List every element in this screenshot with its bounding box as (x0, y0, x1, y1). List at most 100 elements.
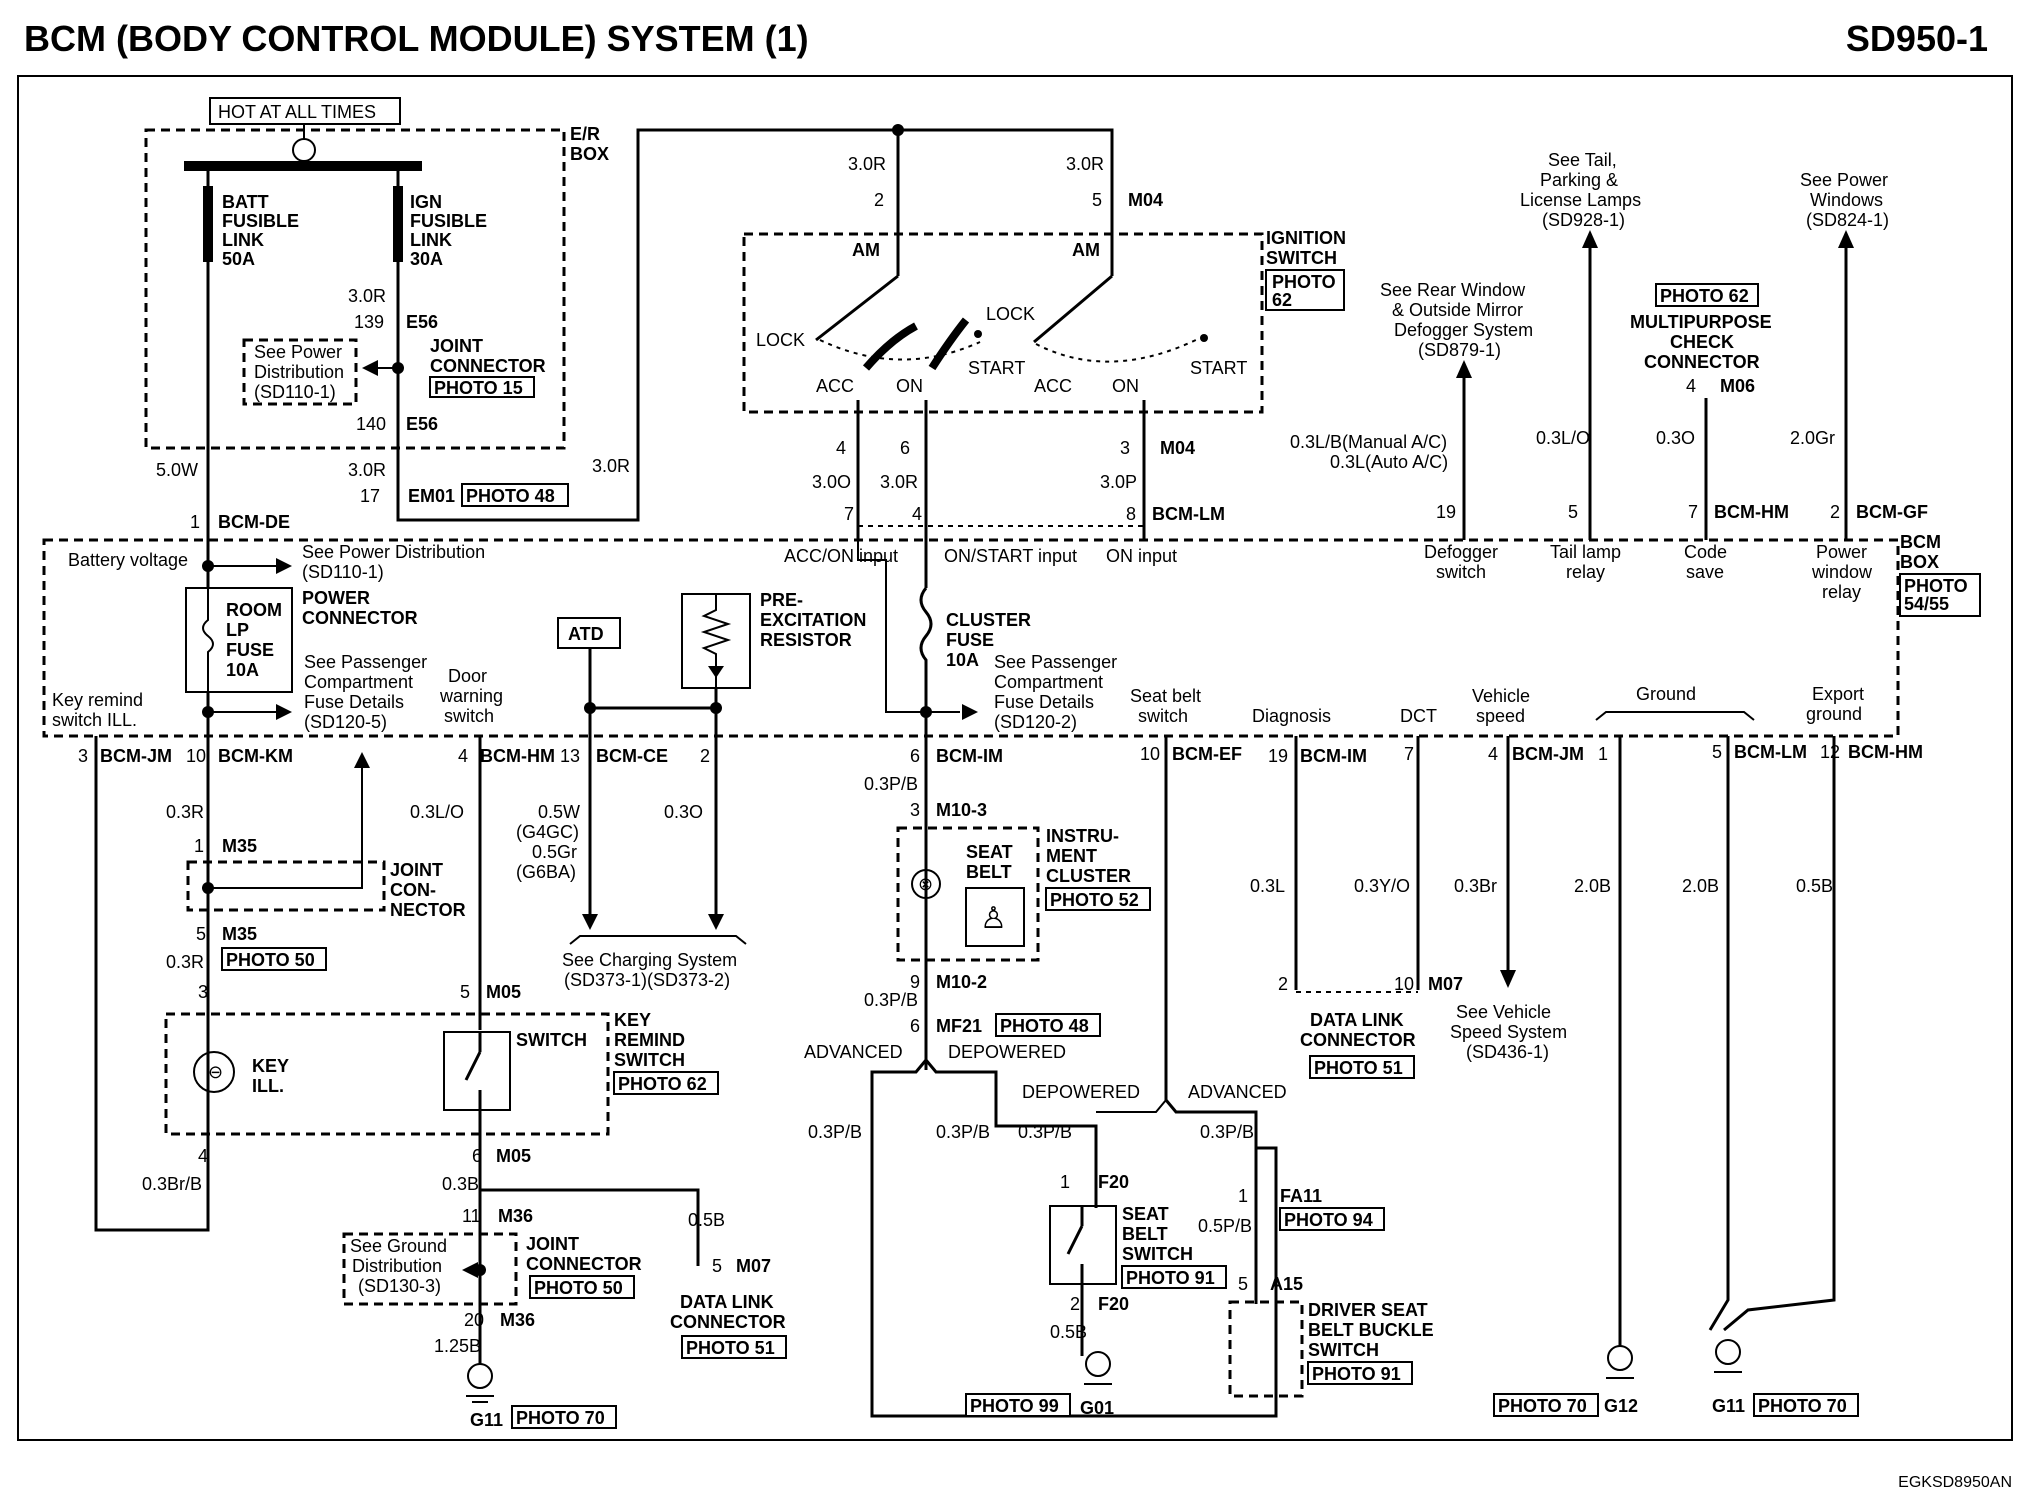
ignition-switch-label-1: IGNITION (1266, 228, 1346, 248)
ground-label: Ground (1636, 684, 1696, 704)
wire-0-3l-auto: 0.3L(Auto A/C) (1330, 452, 1448, 472)
pin-17: 17 (360, 486, 380, 506)
conn-m35-bottom: M35 (222, 924, 257, 944)
wire-0-3br: 0.3Br (1454, 876, 1497, 896)
splice-m36 (474, 1264, 486, 1276)
pre-exc-2: EXCITATION (760, 610, 866, 630)
hot-at-all-times-box (209, 97, 401, 125)
key-ill-1: KEY (252, 1056, 289, 1076)
ground-g11-wire (1708, 736, 1730, 1331)
photo-70-left-box (511, 1405, 617, 1429)
wire-0-5w: 0.5W (538, 802, 580, 822)
wire-5-0w: 5.0W (156, 460, 198, 480)
export-ground-wire (1723, 736, 1836, 1332)
passenger-fuse-left-1: See Passenger (304, 652, 427, 672)
switch-blade (464, 1051, 482, 1081)
photo-50-m35-box (221, 947, 327, 971)
am-label-1: AM (852, 240, 880, 260)
power-connector-2: CONNECTOR (302, 608, 418, 628)
pin-2-ign: 2 (874, 190, 884, 210)
door-warning-3: switch (444, 706, 494, 726)
wire-0-3br-b: 0.3Br/B (142, 1174, 202, 1194)
conn-m05-bottom: M05 (496, 1146, 531, 1166)
advanced-label-right: ADVANCED (1188, 1082, 1287, 1102)
wire-2-0b-g12: 2.0B (1574, 876, 1611, 896)
code-save-2: save (1686, 562, 1724, 582)
seat-belt-switch-label-1: SEAT (1122, 1204, 1169, 1224)
splice-resistor (710, 702, 722, 714)
seat-belt-switch-1: Seat belt (1130, 686, 1201, 706)
wire-3-0r-am1: 3.0R (848, 154, 886, 174)
conn-bcm-gf: BCM-GF (1856, 502, 1928, 522)
rear-window-ref-1: See Rear Window (1380, 280, 1526, 300)
ground-dist-1: See Ground (350, 1236, 447, 1256)
battery-voltage-label: Battery voltage (68, 550, 188, 570)
arrow-passenger-fuse-right (962, 704, 978, 720)
er-box-outline (144, 128, 566, 450)
pin-5-m07: 5 (712, 1256, 722, 1276)
photo-91-sb: PHOTO 91 (1126, 1268, 1215, 1288)
power-source-terminal (292, 138, 316, 162)
wire-1-25b: 1.25B (434, 1336, 481, 1356)
pin-3-ign: 3 (1120, 438, 1130, 458)
conn-m36-bottom: M36 (500, 1310, 535, 1330)
pin-9-m102: 9 (910, 972, 920, 992)
m35-to-key-remind-ill (208, 760, 363, 889)
conn-bcm-hm-top: BCM-HM (1714, 502, 1789, 522)
pin-4-m06: 4 (1686, 376, 1696, 396)
acc-on-input: ACC/ON input (784, 546, 898, 566)
wire-3-0o: 3.0O (812, 472, 851, 492)
wire-0-5b-m07: 0.5B (688, 1210, 725, 1230)
pin-7-code: 7 (1688, 502, 1698, 522)
ground-g11-left-terminal (467, 1363, 493, 1389)
seat-belt-switch-2: switch (1138, 706, 1188, 726)
pin-4-bcm-hm: 4 (458, 746, 468, 766)
photo-62-key: PHOTO 62 (618, 1074, 707, 1094)
driver-seat-belt-box (1228, 1300, 1304, 1398)
mpcc-label-3: CONNECTOR (1644, 352, 1760, 372)
pin-5-bcm-lm: 5 (1712, 742, 1722, 762)
wire-3-0r-am2: 3.0R (1066, 154, 1104, 174)
photo-51-left-box (681, 1335, 787, 1359)
wire-0-3p-b-sb1: 0.3P/B (1018, 1122, 1072, 1142)
room-lp-4: 10A (226, 660, 259, 680)
wire-2-0b-g11: 2.0B (1682, 876, 1719, 896)
tail-ref-2: Parking & (1540, 170, 1618, 190)
photo-91-ds: PHOTO 91 (1312, 1364, 1401, 1384)
photo-15: PHOTO 15 (434, 378, 523, 398)
data-link-left-2: CONNECTOR (670, 1312, 786, 1332)
photo-70-g12-box (1493, 1393, 1599, 1417)
wire-0-3o-code: 0.3O (1656, 428, 1695, 448)
photo-48-mf21: PHOTO 48 (1000, 1016, 1089, 1036)
ign-arc-1 (819, 339, 981, 361)
conn-m04-bottom: M04 (1160, 438, 1195, 458)
arrow-ground-dist (462, 1262, 478, 1278)
ign-contact-1 (815, 274, 899, 342)
page-title: BCM (BODY CONTROL MODULE) SYSTEM (1) (24, 18, 809, 59)
pin-6-m05: 6 (472, 1146, 482, 1166)
mpcc-label-1: MULTIPURPOSE (1630, 312, 1772, 332)
conn-m07-right: M07 (1428, 974, 1463, 994)
bcm-box-label-2: BOX (1900, 552, 1939, 572)
wire-g4gc: (G4GC) (516, 822, 579, 842)
driver-seat-belt-1: DRIVER SEAT (1308, 1300, 1428, 1320)
joint-connector-bottom-1: JOINT (526, 1234, 579, 1254)
wire-0-3b: 0.3B (442, 1174, 479, 1194)
photo-99: PHOTO 99 (970, 1396, 1059, 1416)
dct-label: DCT (1400, 706, 1437, 726)
splice-cluster (920, 706, 932, 718)
rear-window-ref-2: & Outside Mirror (1392, 300, 1523, 320)
pin-4-bcm: 4 (912, 504, 922, 524)
seat-belt-branch-right (1164, 1099, 1258, 1196)
photo-48-top: PHOTO 48 (466, 486, 555, 506)
on-label-2: ON (1112, 376, 1139, 396)
key-remind-switch-2: REMIND (614, 1030, 685, 1050)
conn-e56-bottom: E56 (406, 414, 438, 434)
wire-0-3p-b-dep: 0.3P/B (936, 1122, 990, 1142)
seat-belt-icon-box (965, 887, 1025, 947)
depowered-label-left: DEPOWERED (948, 1042, 1066, 1062)
charging-bracket (569, 935, 747, 945)
data-link-left-1: DATA LINK (680, 1292, 774, 1312)
key-remind-switch-symbol (443, 1031, 511, 1111)
arrow-power-windows (1838, 230, 1854, 248)
